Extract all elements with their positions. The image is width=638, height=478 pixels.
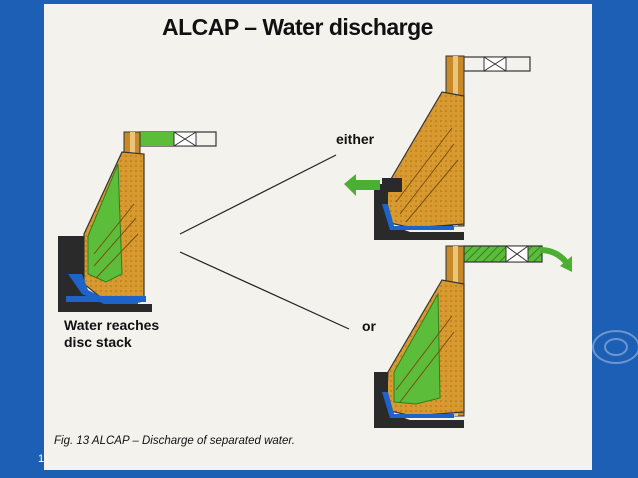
pointer-line-either [179, 154, 337, 235]
water-reaches-label-line2: disc stack [64, 334, 132, 350]
ripple-ring-outer [592, 330, 638, 364]
separator-left [58, 131, 217, 312]
slide-title: ALCAP – Water discharge [162, 14, 433, 40]
ripple-ring-inner [604, 338, 628, 356]
page-number: 1 [38, 453, 45, 465]
figure-caption: Fig. 13 ALCAP – Discharge of separated w… [54, 435, 295, 447]
diagram-canvas [58, 55, 572, 428]
or-label: or [362, 318, 376, 334]
separator-either [344, 55, 531, 240]
slide-panel: ALCAP – Water discharge [44, 4, 592, 470]
separator-or [374, 245, 572, 428]
water-reaches-label-line1: Water reaches [64, 317, 160, 333]
either-label: either [336, 131, 375, 147]
pointer-line-or [179, 251, 350, 330]
